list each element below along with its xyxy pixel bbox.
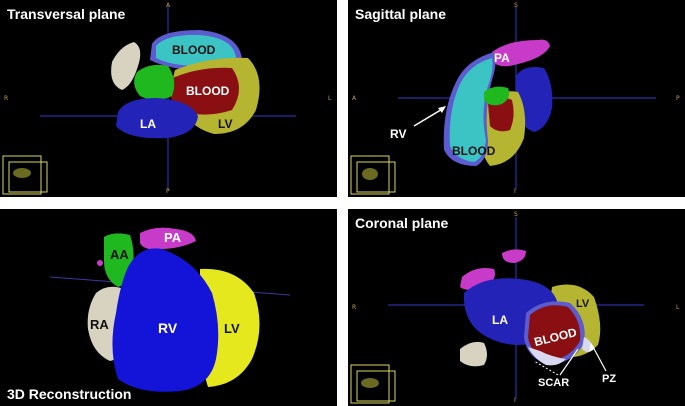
pa-branch-region — [502, 249, 526, 263]
scar-pointer-dashed — [533, 360, 559, 376]
label-blood-top: BLOOD — [172, 43, 216, 57]
blood-region — [449, 58, 493, 162]
axis-label-right: L — [676, 304, 680, 311]
thumbnail-frame — [350, 364, 390, 404]
thumbnail-frame-2 — [356, 370, 396, 402]
label-la: LA — [140, 117, 156, 131]
label-la: LA — [492, 313, 508, 327]
thumbnail-model-icon — [361, 378, 379, 388]
green-region — [484, 86, 510, 106]
axis-label-top: S — [514, 211, 518, 218]
label-blood-center: BLOOD — [186, 84, 230, 98]
axis-label-bottom: P — [166, 188, 170, 195]
scar-region — [528, 347, 566, 366]
label-rv: RV — [158, 320, 178, 336]
scar-pointer-arrow — [559, 348, 579, 376]
panel-title: Sagittal plane — [355, 6, 447, 22]
thumbnail-frame — [350, 155, 390, 195]
transversal-view: A P R L BLOOD BLOOD LA LV — [2, 2, 332, 195]
rv-pointer-arrow — [413, 107, 445, 127]
pa-structure — [140, 227, 196, 250]
axis-label-right: P — [676, 95, 680, 102]
thumbnail-model-icon — [362, 168, 378, 180]
label-pa: PA — [494, 51, 510, 65]
axis-label-left: R — [352, 304, 356, 311]
label-aa: AA — [110, 247, 129, 262]
blood-top-region — [156, 34, 236, 66]
rv-arrow-head — [438, 106, 446, 113]
pa-branch — [97, 260, 103, 266]
label-rv: RV — [390, 127, 406, 141]
ra-region — [111, 42, 141, 90]
label-lv: LV — [218, 117, 232, 131]
thumbnail-frame-2 — [8, 161, 48, 193]
rv-structure — [112, 248, 219, 392]
axis-label-left: R — [4, 95, 8, 102]
thumbnail-frame-2 — [356, 161, 396, 193]
panel-title: 3D Reconstruction — [7, 386, 132, 402]
reconstruction-view: AA PA RA RV LV — [49, 227, 291, 392]
axis-label-top: A — [166, 2, 171, 9]
thumbnail-frame — [2, 155, 42, 195]
label-blood: BLOOD — [452, 144, 496, 158]
label-scar: SCAR — [538, 377, 569, 389]
axis-label-left: A — [352, 95, 357, 102]
pa-region — [492, 39, 550, 67]
axis-label-top: S — [514, 2, 518, 9]
label-lv: LV — [224, 321, 240, 336]
pz-arrow-head — [589, 343, 595, 351]
ra-region — [460, 341, 487, 367]
pz-pointer-arrow — [591, 344, 607, 372]
axis-label-right: L — [328, 95, 332, 102]
coronal-panel[interactable]: S I R L LA LV BLOOD SCAR PZ Coronal plan… — [348, 209, 685, 406]
axis-label-bottom: I — [514, 188, 516, 195]
panel-title: Transversal plane — [7, 6, 126, 22]
thumbnail-model-icon — [13, 168, 31, 178]
reconstruction-panel[interactable]: AA PA RA RV LV 3D Reconstruction — [0, 209, 337, 406]
blood-region — [528, 305, 581, 361]
coronal-view: S I R L LA LV BLOOD SCAR PZ — [350, 211, 680, 404]
sagittal-panel[interactable]: S I A P PA RV BLOOD Sagittal plane — [348, 0, 685, 197]
blood-red-region — [488, 97, 514, 132]
blood-center-region — [167, 67, 239, 115]
la-region — [516, 67, 553, 132]
la-region — [116, 98, 198, 139]
transversal-panel[interactable]: A P R L BLOOD BLOOD LA LV Transversal pl… — [0, 0, 337, 197]
sagittal-view: S I A P PA RV BLOOD — [350, 2, 680, 195]
label-pa: PA — [164, 230, 182, 245]
label-pz: PZ — [602, 373, 616, 385]
axis-label-bottom: I — [514, 397, 516, 404]
label-lv: LV — [576, 298, 590, 310]
panel-title: Coronal plane — [355, 215, 449, 231]
green-region — [134, 64, 175, 100]
label-ra: RA — [90, 317, 109, 332]
